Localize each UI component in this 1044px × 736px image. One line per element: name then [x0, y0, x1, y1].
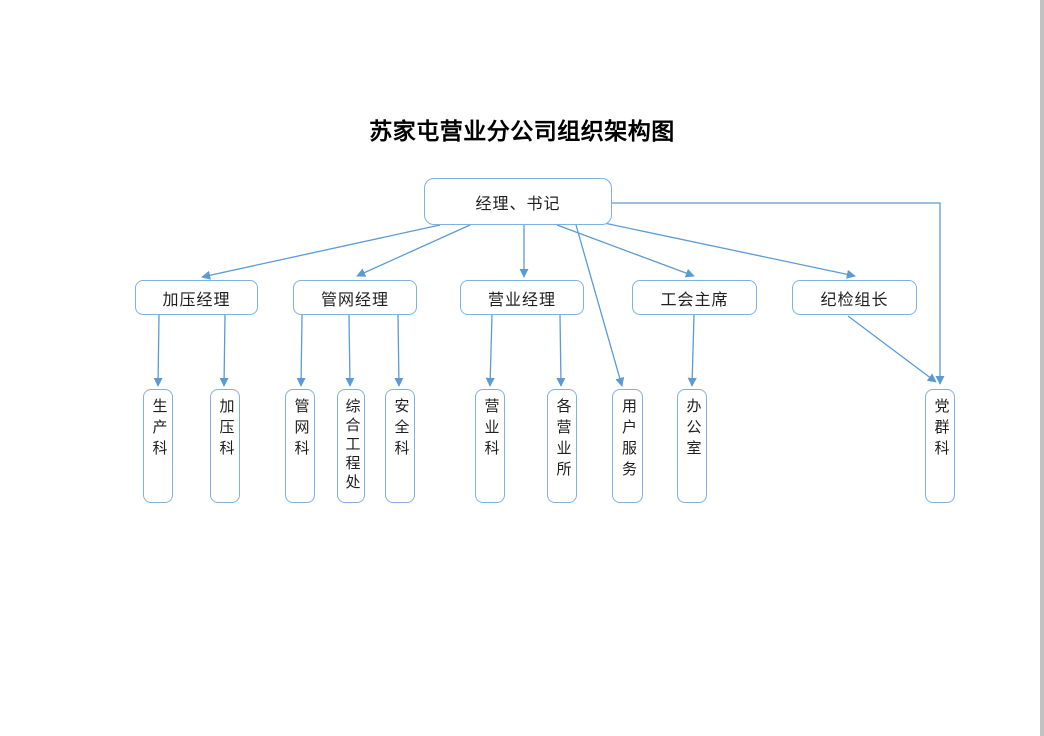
page-edge-divider — [1040, 0, 1044, 736]
org-node-label: 工会主席 — [660, 291, 729, 309]
org-node-manager-secretary: 经理、书记 — [424, 178, 612, 225]
connector-root-to-pipeline-manager — [356, 224, 471, 277]
org-node-label: 办公室 — [684, 398, 701, 461]
connector-root-to-customer-service — [575, 224, 625, 387]
connector-pipeline-to-pipeline-dept — [296, 314, 306, 387]
connector-root-to-party-mass-dept — [612, 202, 945, 385]
connector-root-to-union-chairman — [556, 224, 695, 278]
org-node-label: 管网经理 — [320, 291, 389, 309]
org-node-label: 生产科 — [150, 398, 167, 461]
org-node-production-dept: 生产科 — [143, 389, 173, 503]
org-node-union-chairman: 工会主席 — [632, 280, 757, 315]
connector-pipeline-to-engineering — [345, 314, 355, 387]
org-node-pipeline-manager: 管网经理 — [293, 280, 417, 315]
connector-business-to-business-dept — [485, 314, 495, 387]
connector-root-to-pressure-manager — [201, 224, 441, 280]
page-title: 苏家屯营业分公司组织架构图 — [369, 119, 675, 144]
connector-business-to-offices — [556, 314, 566, 387]
org-node-label: 管网科 — [292, 398, 309, 461]
org-node-safety-dept: 安全科 — [385, 389, 415, 503]
org-node-pressure-dept: 加压科 — [210, 389, 240, 503]
org-node-label: 营业经理 — [487, 291, 556, 309]
connector-root-to-discipline-leader — [603, 222, 856, 279]
org-node-discipline-inspection-leader: 纪检组长 — [792, 280, 917, 315]
org-node-customer-service: 用户服务 — [612, 389, 643, 503]
org-node-label: 纪检组长 — [820, 291, 889, 309]
org-node-label: 党群科 — [932, 398, 949, 461]
org-node-label: 经理、书记 — [475, 195, 561, 213]
org-node-label: 营业科 — [482, 398, 499, 461]
org-node-label: 加压经理 — [162, 291, 231, 309]
org-node-general-engineering-office: 综合工程处 — [337, 389, 365, 503]
org-node-business-manager: 营业经理 — [460, 280, 584, 315]
org-node-business-dept: 营业科 — [475, 389, 505, 503]
org-node-label: 综合工程处 — [343, 398, 360, 493]
org-node-business-offices: 各营业所 — [547, 389, 577, 503]
org-node-label: 安全科 — [392, 398, 409, 461]
org-node-general-office: 办公室 — [677, 389, 707, 503]
connector-pressure-to-pressure-dept — [219, 314, 229, 387]
org-node-pressure-manager: 加压经理 — [135, 280, 258, 315]
org-node-label: 各营业所 — [554, 398, 571, 482]
connector-pipeline-to-safety — [394, 314, 404, 387]
connector-discipline-to-party-mass — [847, 315, 937, 383]
org-node-pipeline-dept: 管网科 — [285, 389, 315, 503]
org-node-label: 加压科 — [217, 398, 234, 461]
org-node-party-mass-dept: 党群科 — [925, 389, 955, 503]
org-node-label: 用户服务 — [620, 398, 636, 482]
connector-union-to-general-office — [687, 314, 697, 387]
connector-pressure-to-production — [153, 314, 163, 387]
